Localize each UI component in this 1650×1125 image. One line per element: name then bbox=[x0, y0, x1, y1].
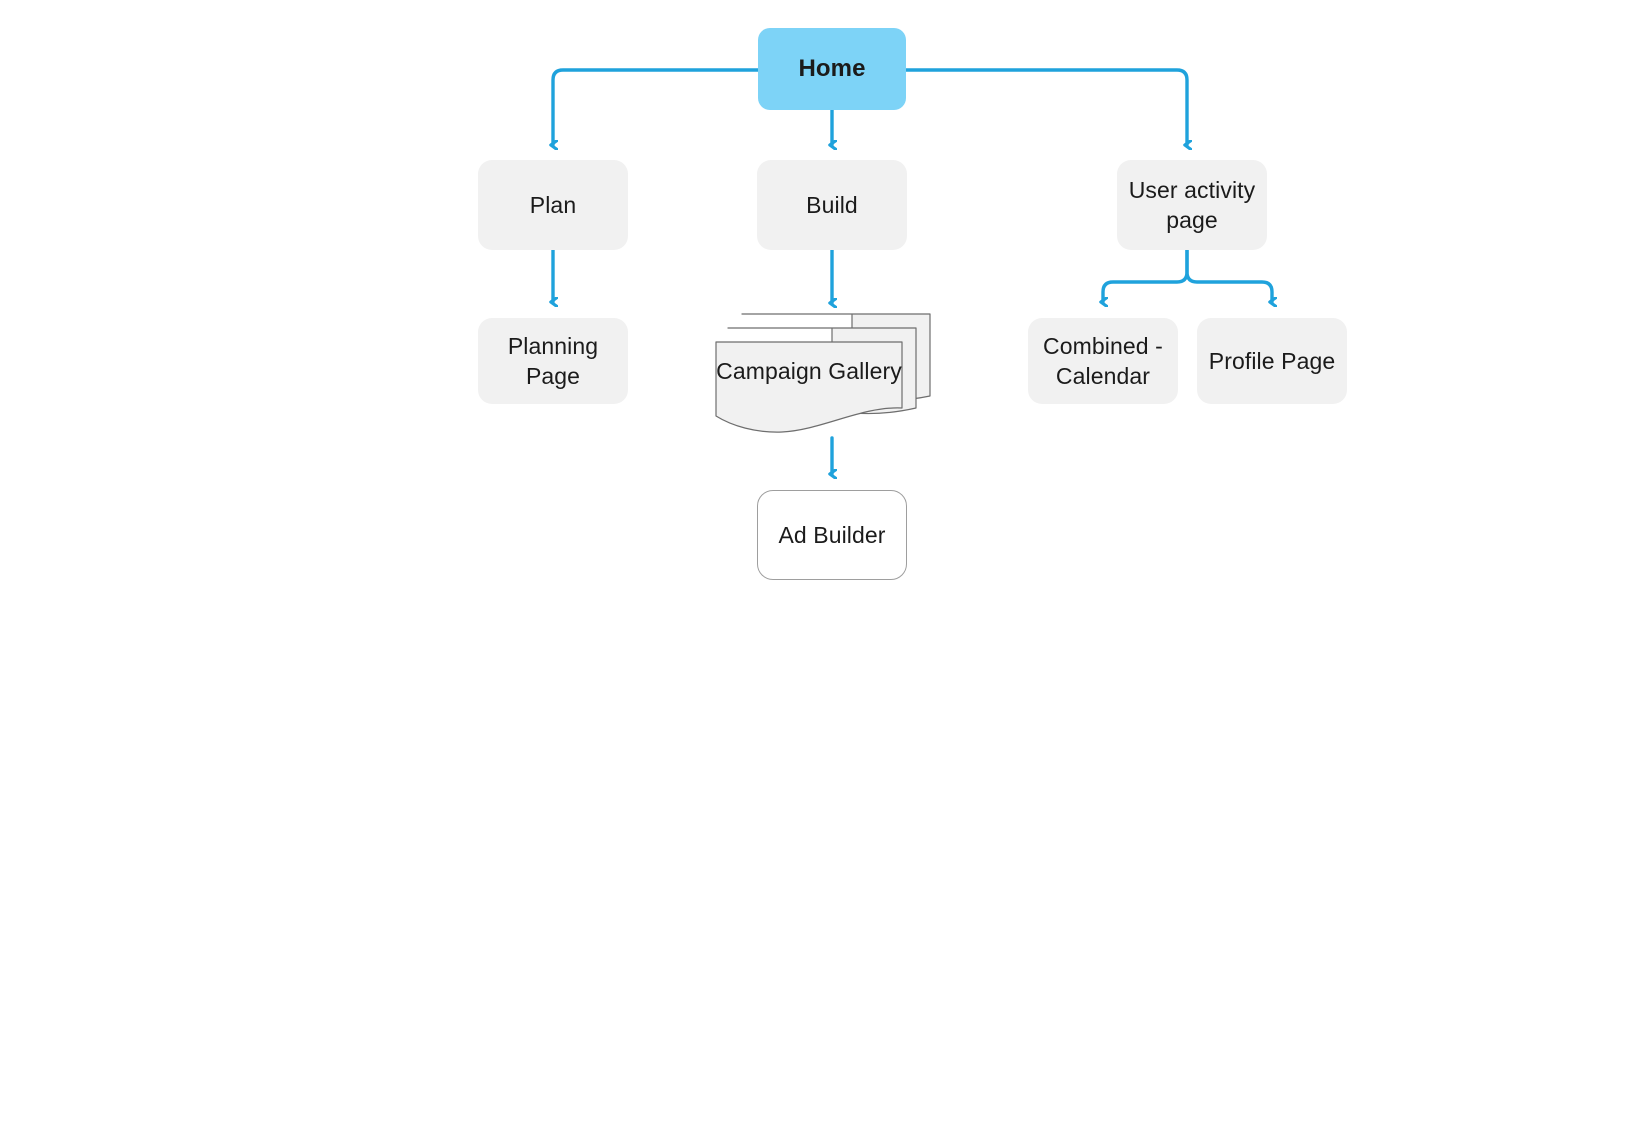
edge-home-to-user-activity-page bbox=[904, 68, 1187, 145]
edge-home-to-plan bbox=[553, 68, 760, 145]
node-user-activity-page-label: User activity page bbox=[1128, 176, 1256, 233]
node-planning-page-label: Planning Page bbox=[507, 332, 599, 389]
node-home[interactable]: Home bbox=[758, 28, 906, 110]
node-plan[interactable]: Plan bbox=[478, 160, 628, 250]
edge-user-activity-page-to-profile-page bbox=[1185, 248, 1272, 302]
node-planning-page[interactable]: Planning Page bbox=[478, 318, 628, 404]
node-ad-builder-label: Ad Builder bbox=[778, 521, 886, 548]
node-build-label: Build bbox=[806, 191, 858, 218]
edge-user-activity-page-to-combined-calendar bbox=[1103, 248, 1189, 302]
node-plan-label: Plan bbox=[529, 191, 577, 218]
node-campaign-gallery-label: Campaign Gallery bbox=[716, 358, 902, 384]
node-build[interactable]: Build bbox=[757, 160, 907, 250]
node-ad-builder[interactable]: Ad Builder bbox=[757, 490, 907, 580]
node-campaign-gallery[interactable]: Campaign Gallery bbox=[712, 308, 962, 443]
node-home-label: Home bbox=[798, 55, 866, 83]
campaign-gallery-sheet-front bbox=[715, 341, 903, 433]
node-profile-page-label: Profile Page bbox=[1208, 347, 1336, 374]
node-profile-page[interactable]: Profile Page bbox=[1197, 318, 1347, 404]
node-combined-calendar-label: Combined - Calendar bbox=[1043, 332, 1163, 389]
node-user-activity-page[interactable]: User activity page bbox=[1117, 160, 1267, 250]
node-combined-calendar[interactable]: Combined - Calendar bbox=[1028, 318, 1178, 404]
